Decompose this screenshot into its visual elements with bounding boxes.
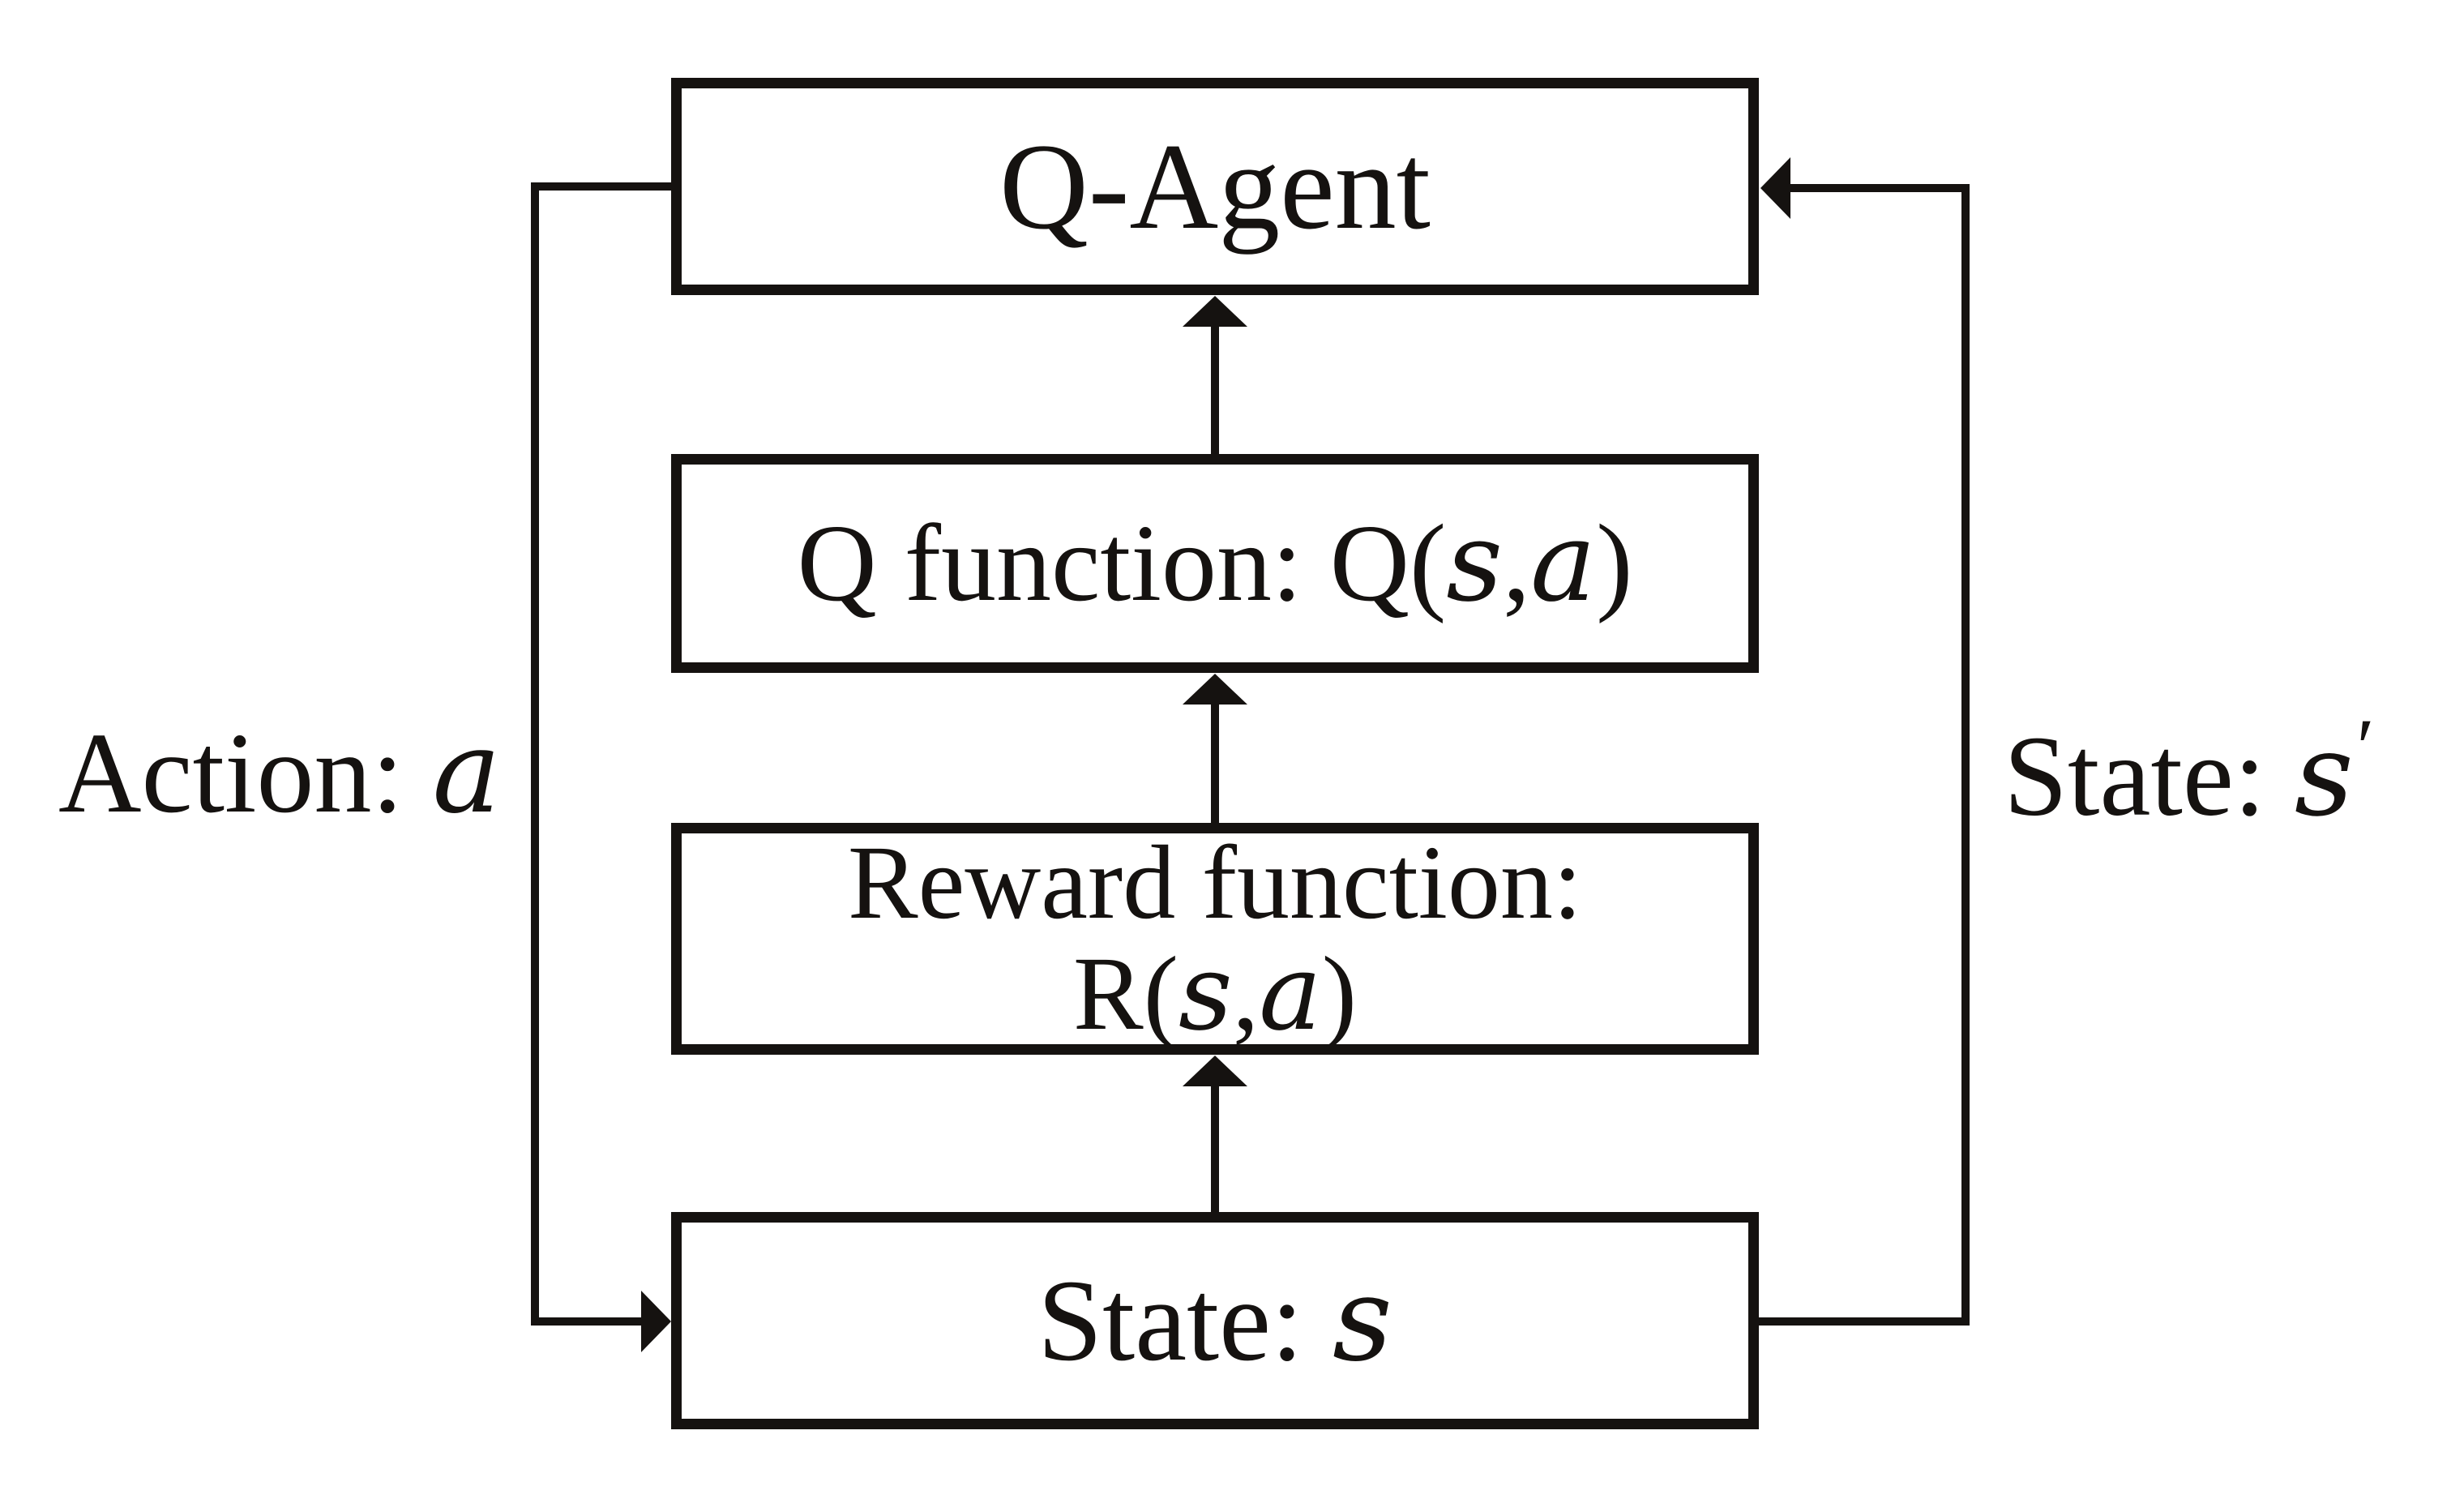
- arrow-state-to-reward-shaft: [1211, 1082, 1219, 1214]
- arrow-right-icon: [641, 1291, 671, 1352]
- text-line: Q function: Q(s,a): [797, 498, 1633, 627]
- arrow-reward-to-qfunction-shaft: [1211, 700, 1219, 825]
- action-loop-top-segment: [531, 182, 677, 191]
- text-line: Action: a: [58, 705, 502, 839]
- arrow-up-icon: [1183, 1056, 1247, 1086]
- text-line: State: s′: [2004, 702, 2375, 842]
- text-line: Reward function:: [847, 824, 1583, 941]
- q-function-box: Q function: Q(s,a): [671, 454, 1759, 673]
- state-box: State: s: [671, 1212, 1759, 1429]
- nextstate-loop-bottom-segment: [1759, 1317, 1970, 1326]
- arrow-up-icon: [1183, 296, 1247, 327]
- text-line: Q-Agent: [999, 118, 1431, 255]
- reward-function-box: Reward function:R(s,a): [671, 823, 1759, 1055]
- action-label: Action: a: [58, 705, 502, 839]
- nextstate-loop-vertical-segment: [1961, 184, 1970, 1326]
- arrow-up-icon: [1183, 674, 1247, 705]
- nextstate-loop-top-segment: [1787, 184, 1970, 192]
- action-loop-vertical-segment: [531, 182, 539, 1326]
- action-loop-bottom-segment: [531, 1317, 644, 1326]
- arrow-left-icon: [1760, 157, 1790, 219]
- q-agent-box: Q-Agent: [671, 78, 1759, 295]
- next-state-label: State: s′: [2004, 707, 2374, 833]
- text-line: R(s,a): [1072, 931, 1358, 1054]
- arrow-qfunction-to-qagent-shaft: [1211, 323, 1219, 456]
- text-line: State: s: [1037, 1251, 1392, 1388]
